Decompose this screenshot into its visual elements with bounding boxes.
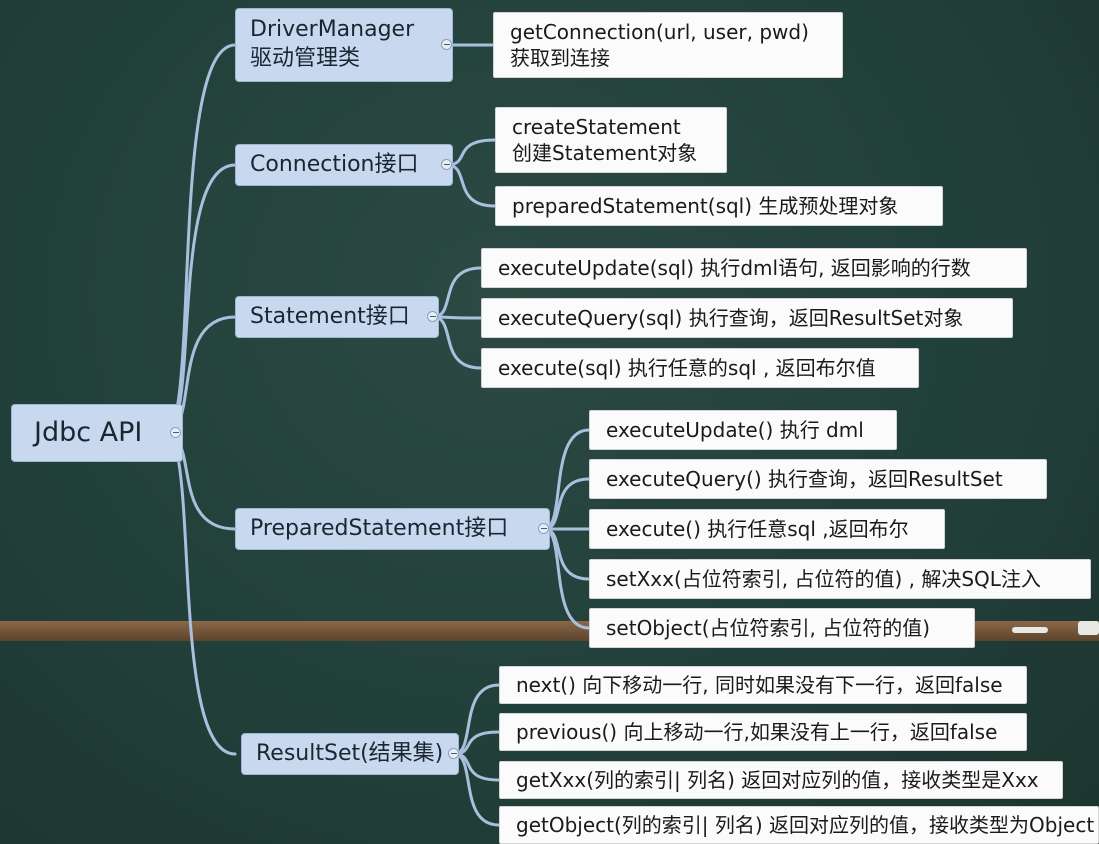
leaf-ps-execute-query[interactable]: executeQuery() 执行查询，返回ResultSet	[589, 459, 1047, 499]
leaf-line1: setXxx(占位符索引, 占位符的值) , 解决SQL注入	[606, 567, 1041, 591]
leaf-ps-set-object[interactable]: setObject(占位符索引, 占位符的值)	[589, 608, 975, 648]
leaf-line1: next() 向下移动一行, 同时如果没有下一行，返回false	[516, 673, 1003, 697]
leaf-execute-sql[interactable]: execute(sql) 执行任意的sql , 返回布尔值	[481, 348, 919, 388]
branch-line1: ResultSet(结果集)	[256, 740, 444, 766]
leaf-get-connection[interactable]: getConnection(url, user, pwd) 获取到连接	[493, 12, 843, 78]
collapse-toggle-root[interactable]	[170, 427, 181, 438]
branch-connection[interactable]: Connection接口	[235, 144, 453, 186]
branch-prepared-statement[interactable]: PreparedStatement接口	[235, 508, 550, 550]
eraser	[1078, 621, 1099, 635]
leaf-line1: executeQuery(sql) 执行查询，返回ResultSet对象	[498, 306, 964, 330]
link-stmt-2	[431, 315, 483, 370]
leaf-rs-next[interactable]: next() 向下移动一行, 同时如果没有下一行，返回false	[499, 666, 1027, 704]
link-root-result-set	[163, 431, 237, 756]
leaf-ps-execute[interactable]: execute() 执行任意sql ,返回布尔	[589, 509, 945, 549]
root-node-jdbc-api[interactable]: Jdbc API	[11, 404, 183, 462]
link-root-connection	[163, 163, 237, 435]
branch-line1: DriverManager	[250, 17, 415, 43]
leaf-rs-get-object[interactable]: getObject(列的索引| 列名) 返回对应列的值，接收类型为Object	[499, 806, 1099, 844]
collapse-toggle-prepared-statement[interactable]	[538, 523, 549, 534]
link-stmt-0	[431, 266, 483, 319]
link-rs-0	[452, 683, 501, 756]
leaf-line1: createStatement	[512, 115, 681, 139]
branch-line1: Connection接口	[250, 151, 419, 177]
leaf-line1: execute() 执行任意sql ,返回布尔	[606, 517, 909, 541]
branch-driver-manager[interactable]: DriverManager 驱动管理类	[235, 8, 453, 82]
link-rs-3	[452, 752, 501, 827]
collapse-toggle-result-set[interactable]	[448, 748, 459, 759]
link-ps-4	[542, 527, 591, 630]
leaf-line1: execute(sql) 执行任意的sql , 返回布尔值	[498, 356, 876, 380]
leaf-line1: setObject(占位符索引, 占位符的值)	[606, 616, 931, 640]
leaf-line1: previous() 向上移动一行,如果没有上一行，返回false	[516, 720, 998, 744]
leaf-line1: getObject(列的索引| 列名) 返回对应列的值，接收类型为Object	[516, 813, 1095, 837]
chalk-piece	[1012, 627, 1048, 633]
leaf-line1: getConnection(url, user, pwd)	[510, 20, 809, 44]
leaf-ps-set-xxx[interactable]: setXxx(占位符索引, 占位符的值) , 解决SQL注入	[589, 559, 1091, 599]
leaf-line1: executeUpdate() 执行 dml	[606, 418, 864, 442]
leaf-ps-execute-update[interactable]: executeUpdate() 执行 dml	[589, 410, 897, 450]
branch-result-set[interactable]: ResultSet(结果集)	[241, 733, 459, 775]
link-root-driver-manager	[163, 43, 237, 435]
link-conn-0	[445, 138, 497, 167]
link-conn-1	[445, 163, 497, 208]
collapse-toggle-statement[interactable]	[427, 311, 438, 322]
leaf-rs-previous[interactable]: previous() 向上移动一行,如果没有上一行，返回false	[499, 713, 1027, 751]
leaf-line1: executeQuery() 执行查询，返回ResultSet	[606, 467, 1003, 491]
leaf-execute-update-sql[interactable]: executeUpdate(sql) 执行dml语句, 返回影响的行数	[481, 248, 1027, 288]
leaf-execute-query-sql[interactable]: executeQuery(sql) 执行查询，返回ResultSet对象	[481, 298, 1013, 338]
leaf-line2: 创建Statement对象	[512, 141, 698, 165]
branch-line1: PreparedStatement接口	[250, 515, 509, 541]
link-ps-0	[542, 428, 591, 531]
leaf-line1: preparedStatement(sql) 生成预处理对象	[512, 194, 899, 218]
branch-line2: 驱动管理类	[250, 46, 361, 71]
branch-line1: Statement接口	[250, 303, 410, 329]
leaf-rs-get-xxx[interactable]: getXxx(列的索引| 列名) 返回对应列的值，接收类型是Xxx	[499, 761, 1063, 799]
leaf-line1: getXxx(列的索引| 列名) 返回对应列的值，接收类型是Xxx	[516, 768, 1039, 792]
leaf-create-statement[interactable]: createStatement 创建Statement对象	[495, 107, 727, 173]
collapse-toggle-driver-manager[interactable]	[441, 39, 452, 50]
leaf-line1: executeUpdate(sql) 执行dml语句, 返回影响的行数	[498, 256, 971, 280]
branch-statement[interactable]: Statement接口	[235, 296, 439, 338]
root-label: Jdbc API	[34, 417, 143, 449]
leaf-line2: 获取到连接	[510, 46, 610, 70]
collapse-toggle-connection[interactable]	[441, 159, 452, 170]
leaf-prepared-statement[interactable]: preparedStatement(sql) 生成预处理对象	[495, 186, 943, 226]
